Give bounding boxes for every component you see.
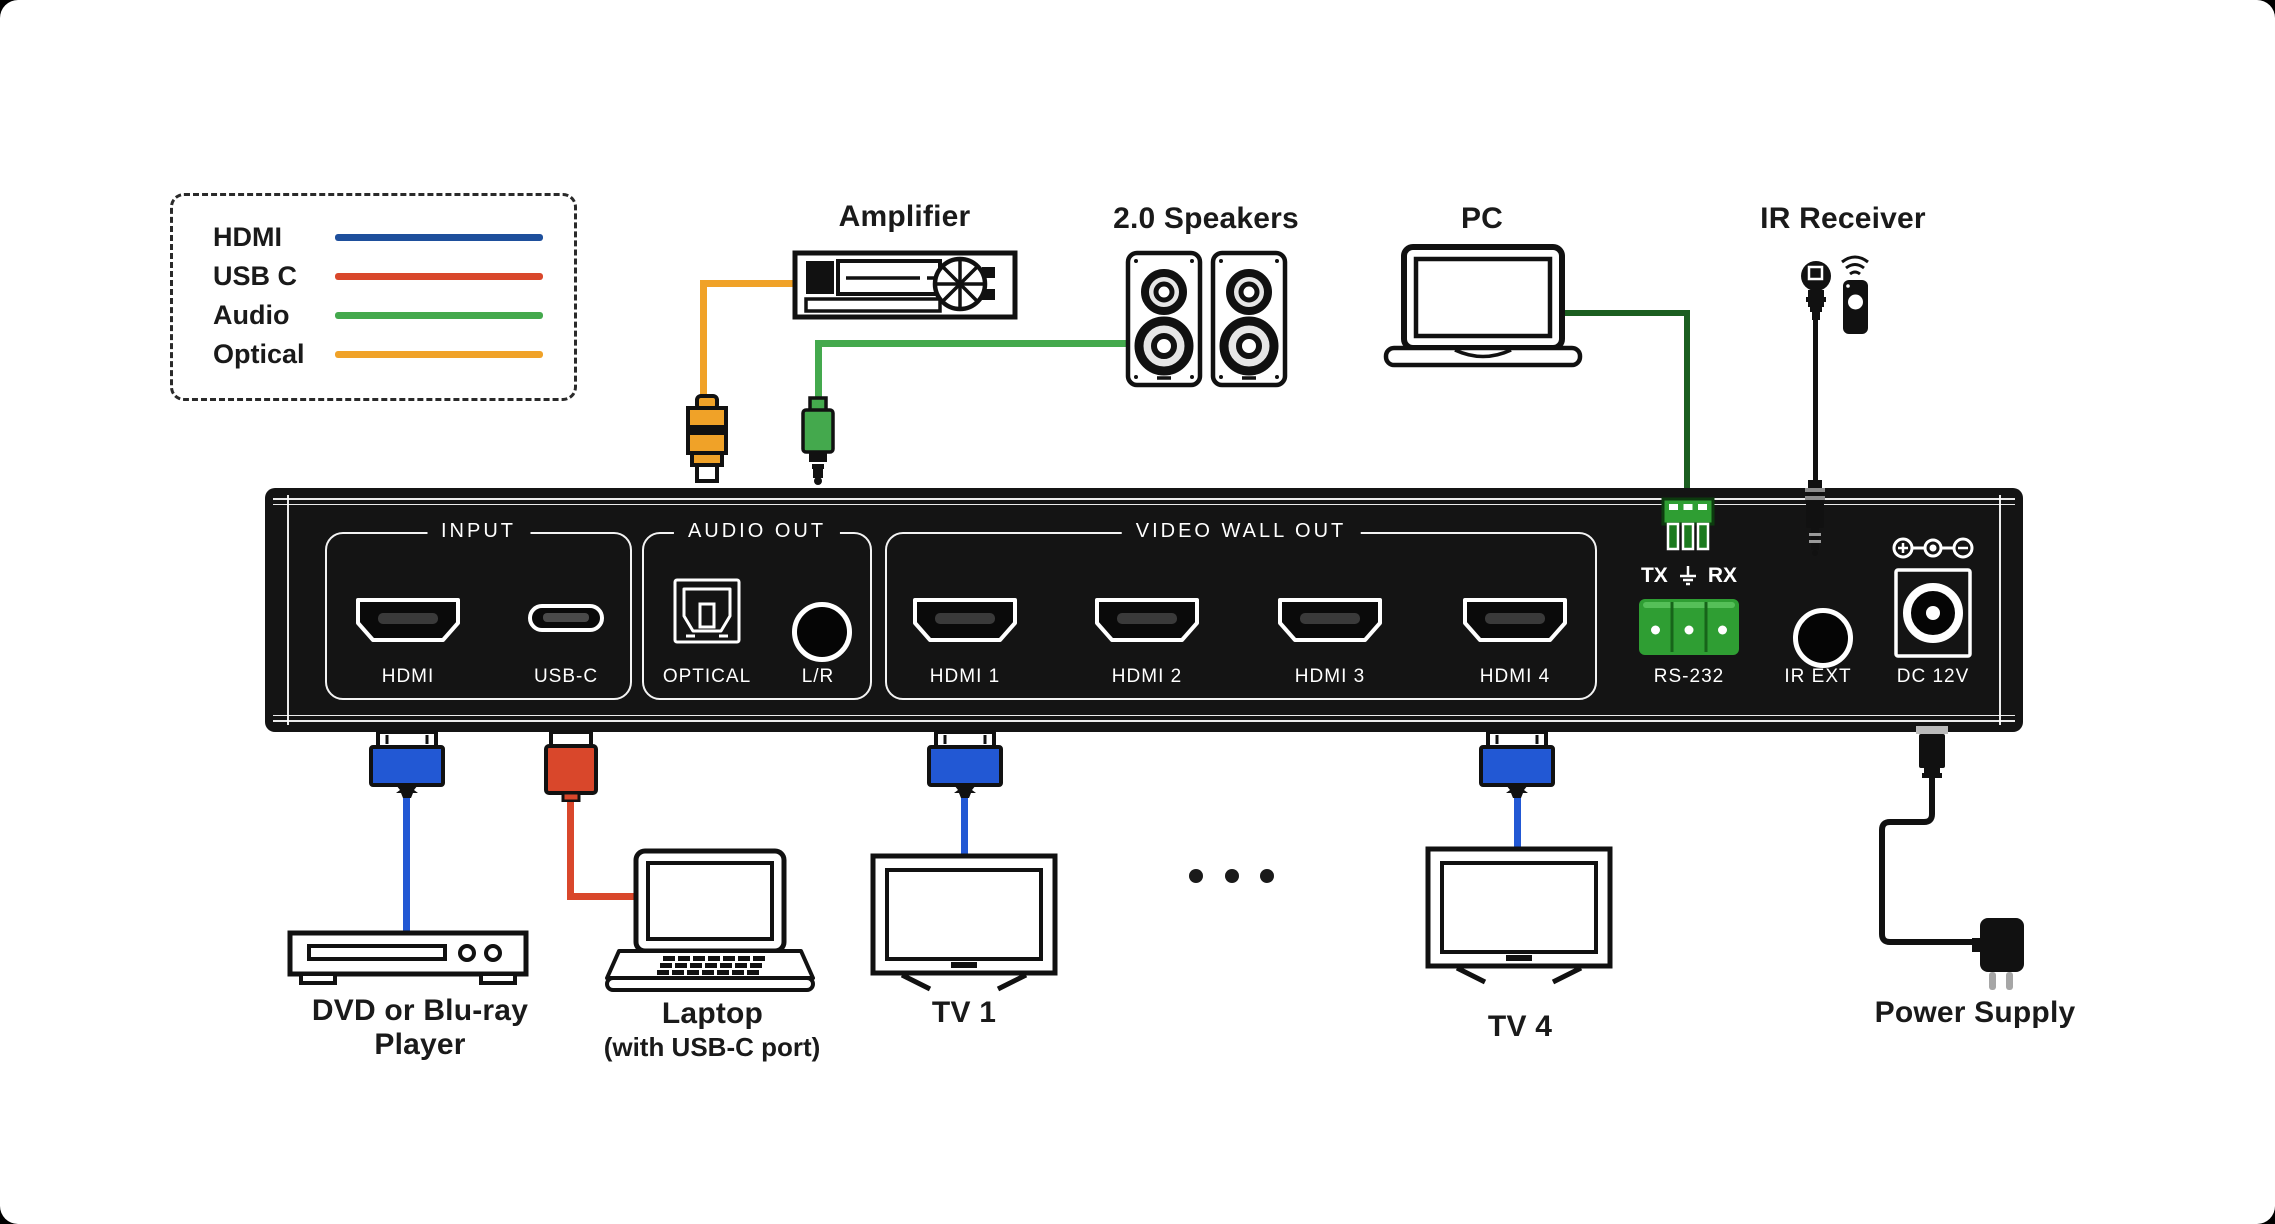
hdmi-out1-port [913,598,1017,642]
ellipsis-dot-2 [1225,869,1239,883]
panel-left-ear-line [287,495,289,725]
speaker-right-icon [1210,250,1288,388]
matrix-rear-panel: INPUT HDMI USB-C AUDIO OUT OPTICAL L/R V… [265,488,2023,732]
dvd-player-icon [287,930,529,985]
legend-row-optical: Optical [213,335,574,374]
power-cable [1879,774,1978,945]
panel-bottom-line-1 [273,715,2015,716]
optical-cable-vertical [700,280,707,402]
speaker-left-icon [1125,250,1203,388]
speakers-title: 2.0 Speakers [1113,202,1299,235]
ellipsis-dot-1 [1189,869,1203,883]
legend-row-hdmi: HDMI [213,218,574,257]
hdmi-out2-port [1095,598,1199,642]
hdmi-plug-out1 [927,730,1003,798]
hdmi1-cable [961,796,968,858]
tv1-icon [870,853,1058,992]
ir-ext-plug [1805,480,1825,556]
pc-title: PC [1460,202,1504,235]
laptop-subtitle: (with USB-C port) [603,1032,821,1062]
dc-power-plug [1916,726,1948,778]
panel-top-line-2 [273,504,2015,505]
laptop-title: Laptop [661,997,764,1030]
hdmi-input-cable [403,796,410,936]
dvd-player-title: DVD or Blu-ray Player [311,994,529,1061]
usbc-cable-vertical [567,780,574,900]
section-audio-out: AUDIO OUT [642,520,872,700]
rs232-phoenix-plug [1661,497,1715,551]
polarity-icon [1892,537,1974,559]
hdmi4-cable [1514,796,1521,852]
ground-icon [1679,566,1696,586]
tv4-icon [1425,846,1613,985]
hdmi-out2-label: HDMI 2 [1111,666,1183,687]
hdmi-input-port [356,598,460,642]
optical-plug [686,394,728,483]
usbc-line-swatch [335,273,543,280]
section-input: INPUT [325,520,632,700]
hdmi-out4-port [1463,598,1567,642]
hdmi-out4-label: HDMI 4 [1479,666,1551,687]
optical-cable-horizontal [700,280,794,287]
tx-label: TX [1640,564,1668,587]
lr-jack-port [792,602,852,662]
ir-cable [1813,304,1818,486]
ir-ext-port [1793,608,1853,668]
amplifier-icon [792,250,1018,320]
txrx-labels: TX RX [1609,564,1769,588]
ellipsis-dot-3 [1260,869,1274,883]
optical-port [673,578,741,644]
rx-label: RX [1707,564,1738,587]
legend-label-audio: Audio [213,300,290,330]
legend-label-hdmi: HDMI [213,222,282,252]
hdmi-plug-input [369,730,445,798]
usbc-input-label: USB-C [533,666,599,687]
legend-label-usbc: USB C [213,261,298,291]
panel-top-line-1 [273,498,2015,500]
power-adapter-icon [1972,918,2024,990]
audio-line-swatch [335,312,543,319]
usbc-input-port [528,604,604,632]
section-input-title: INPUT [427,520,530,543]
rs232-cable-horizontal [1560,310,1690,316]
rs232-cable-vertical [1684,310,1690,502]
legend-row-usbc: USB C [213,257,574,296]
hdmi-line-swatch [335,234,543,241]
hdmi-out3-label: HDMI 3 [1294,666,1366,687]
rs232-label: RS-232 [1653,666,1725,687]
hdmi-out1-label: HDMI 1 [929,666,1001,687]
amplifier-title: Amplifier [838,200,971,233]
usbc-cable-horizontal [567,893,639,900]
laptop-icon [605,848,815,992]
dc-jack-port [1894,568,1972,658]
power-supply-title: Power Supply [1874,996,2076,1029]
rs232-terminal-block [1639,599,1739,655]
lr-label: L/R [801,666,835,687]
hdmi-plug-out4 [1479,730,1555,798]
audio-cable-vertical [815,340,822,402]
optical-line-swatch [335,351,543,358]
hdmi-out3-port [1278,598,1382,642]
ir-waves-icon [1841,255,1869,276]
pc-icon [1383,244,1583,368]
usbc-plug [544,730,598,802]
section-audio-out-title: AUDIO OUT [673,520,841,543]
audio-cable-horizontal [815,340,1127,347]
legend-row-audio: Audio [213,296,574,335]
optical-label: OPTICAL [662,666,752,687]
legend: HDMI USB C Audio Optical [170,193,577,401]
ir-ext-label: IR EXT [1784,666,1852,687]
section-video-wall-out: VIDEO WALL OUT [885,520,1597,700]
hdmi-input-label: HDMI [381,666,435,687]
tv1-title: TV 1 [931,996,997,1029]
audio-jack-plug [801,396,835,485]
panel-bottom-line-2 [273,720,2015,722]
panel-right-ear-line [1999,495,2001,725]
tv4-title: TV 4 [1487,1010,1553,1043]
ir-receiver-title: IR Receiver [1760,202,1926,235]
ir-receiver-icon [1801,255,1869,334]
legend-label-optical: Optical [213,339,305,369]
section-video-wall-out-title: VIDEO WALL OUT [1121,520,1361,543]
dc-12v-label: DC 12V [1896,666,1970,687]
